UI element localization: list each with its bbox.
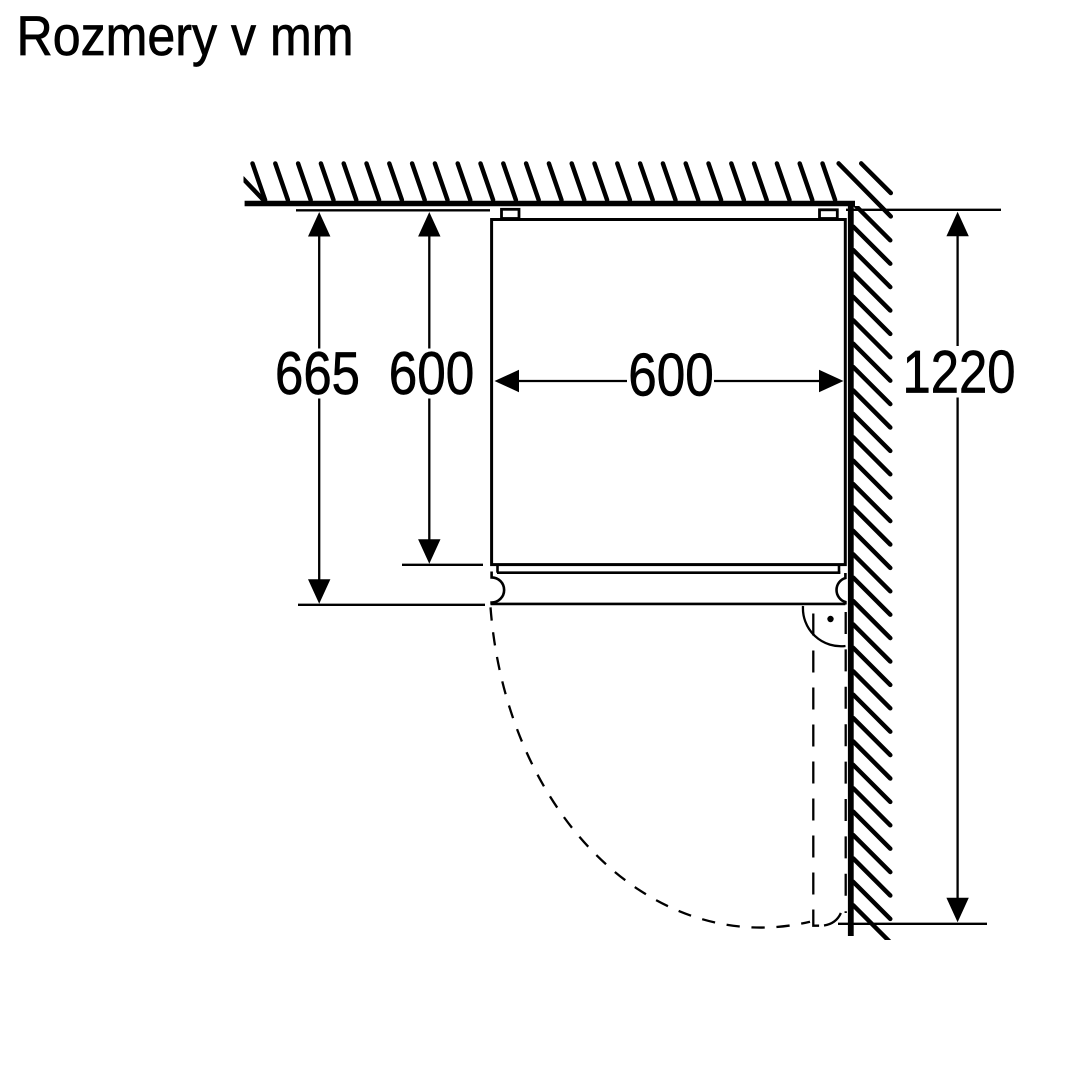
svg-text:1220: 1220: [903, 339, 1016, 406]
svg-text:Rozmery v mm: Rozmery v mm: [17, 4, 354, 67]
svg-text:665: 665: [275, 340, 360, 407]
svg-text:600: 600: [628, 342, 714, 409]
svg-text:600: 600: [389, 340, 475, 407]
